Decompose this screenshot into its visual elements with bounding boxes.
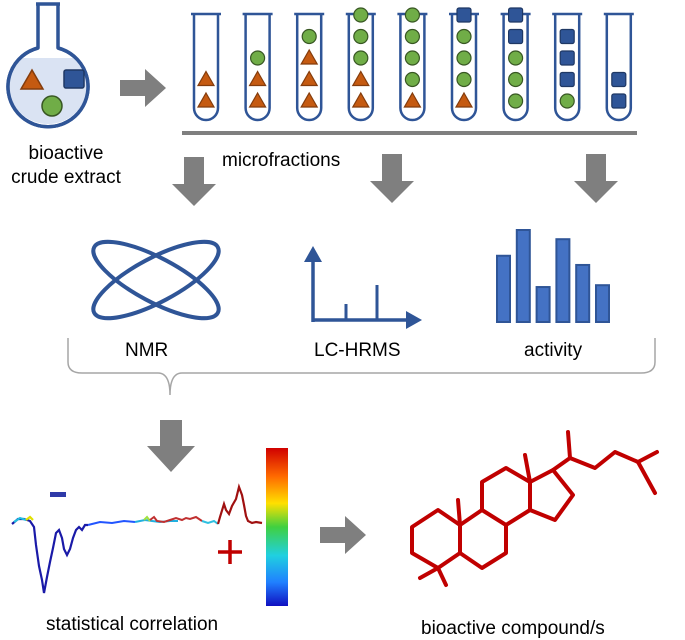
color-scale xyxy=(266,448,288,606)
lchrms-label: LC-HRMS xyxy=(314,340,401,361)
flask-icon xyxy=(6,2,90,129)
activity-bar xyxy=(575,263,591,323)
square-icon xyxy=(63,69,85,89)
circle-icon xyxy=(559,93,575,109)
circle-icon xyxy=(250,50,266,66)
circle-icon xyxy=(353,50,369,66)
triangle-icon xyxy=(300,70,319,87)
tube-rack-bar xyxy=(182,131,637,135)
circle-icon xyxy=(301,28,317,45)
lchrms-icon xyxy=(304,246,422,329)
triangle-icon xyxy=(300,48,319,65)
statistical-correlation-label: statistical correlation xyxy=(46,614,219,635)
activity-bar xyxy=(595,284,610,324)
crude-extract-label-line2: crude extract xyxy=(11,167,121,188)
circle-icon xyxy=(404,50,420,66)
crude-extract-label: bioactive crude extract xyxy=(6,142,126,190)
triangle-icon xyxy=(454,91,474,108)
activity-label: activity xyxy=(524,340,583,361)
square-icon xyxy=(508,7,524,23)
triangle-icon xyxy=(351,91,370,108)
right-arrow-icon xyxy=(320,516,366,554)
steroid-structure-icon xyxy=(410,430,659,587)
triangle-icon xyxy=(248,91,267,108)
square-icon xyxy=(559,28,575,45)
correlation-plot xyxy=(11,448,288,606)
triangle-icon xyxy=(19,68,45,90)
triangle-icon xyxy=(403,91,422,108)
square-icon xyxy=(456,7,472,23)
circle-icon xyxy=(353,28,369,45)
test-tube-icon xyxy=(603,12,634,122)
test-tube-icon xyxy=(500,7,531,122)
plus-sign xyxy=(218,540,242,564)
bioactive-compounds-label: bioactive compound/s xyxy=(421,618,605,639)
down-arrow-icon xyxy=(172,157,216,206)
circle-icon xyxy=(507,93,524,109)
square-icon xyxy=(508,28,524,45)
triangle-icon xyxy=(196,91,216,108)
circle-icon xyxy=(507,50,524,66)
circle-icon xyxy=(404,7,420,23)
test-tube-icon xyxy=(242,12,273,122)
nmr-icon xyxy=(91,239,221,321)
activity-bar xyxy=(515,229,531,323)
test-tube-icon xyxy=(552,12,583,122)
activity-bar xyxy=(555,238,571,323)
circle-icon xyxy=(41,95,63,117)
test-tube-icon xyxy=(191,12,221,122)
square-icon xyxy=(611,71,627,88)
test-tube-icon xyxy=(345,7,376,122)
microfraction-tubes xyxy=(191,7,634,122)
circle-icon xyxy=(456,50,472,66)
square-icon xyxy=(611,93,627,109)
triangle-icon xyxy=(351,70,370,87)
test-tube-icon xyxy=(294,12,325,122)
circle-icon xyxy=(404,28,420,45)
square-icon xyxy=(559,71,575,88)
minus-sign xyxy=(50,492,66,497)
test-tube-icon xyxy=(449,7,479,122)
activity-bar xyxy=(496,254,511,323)
microfractions-label: microfractions xyxy=(222,150,341,171)
right-arrow-icon xyxy=(120,69,166,107)
down-arrow-icon xyxy=(574,154,618,203)
triangle-icon xyxy=(300,91,319,108)
crude-extract-label-line1: bioactive xyxy=(28,143,104,164)
bracket xyxy=(67,338,656,396)
circle-icon xyxy=(456,28,472,45)
triangle-icon xyxy=(196,70,216,87)
circle-icon xyxy=(456,71,472,88)
circle-icon xyxy=(404,71,420,88)
activity-bar xyxy=(535,286,551,324)
nmr-label: NMR xyxy=(125,340,169,361)
down-arrow-icon xyxy=(147,420,195,472)
square-icon xyxy=(559,50,575,66)
triangle-icon xyxy=(248,70,267,87)
circle-icon xyxy=(353,7,369,23)
activity-icon xyxy=(496,229,610,324)
circle-icon xyxy=(507,71,524,88)
test-tube-icon xyxy=(397,7,428,122)
down-arrow-icon xyxy=(370,154,414,203)
